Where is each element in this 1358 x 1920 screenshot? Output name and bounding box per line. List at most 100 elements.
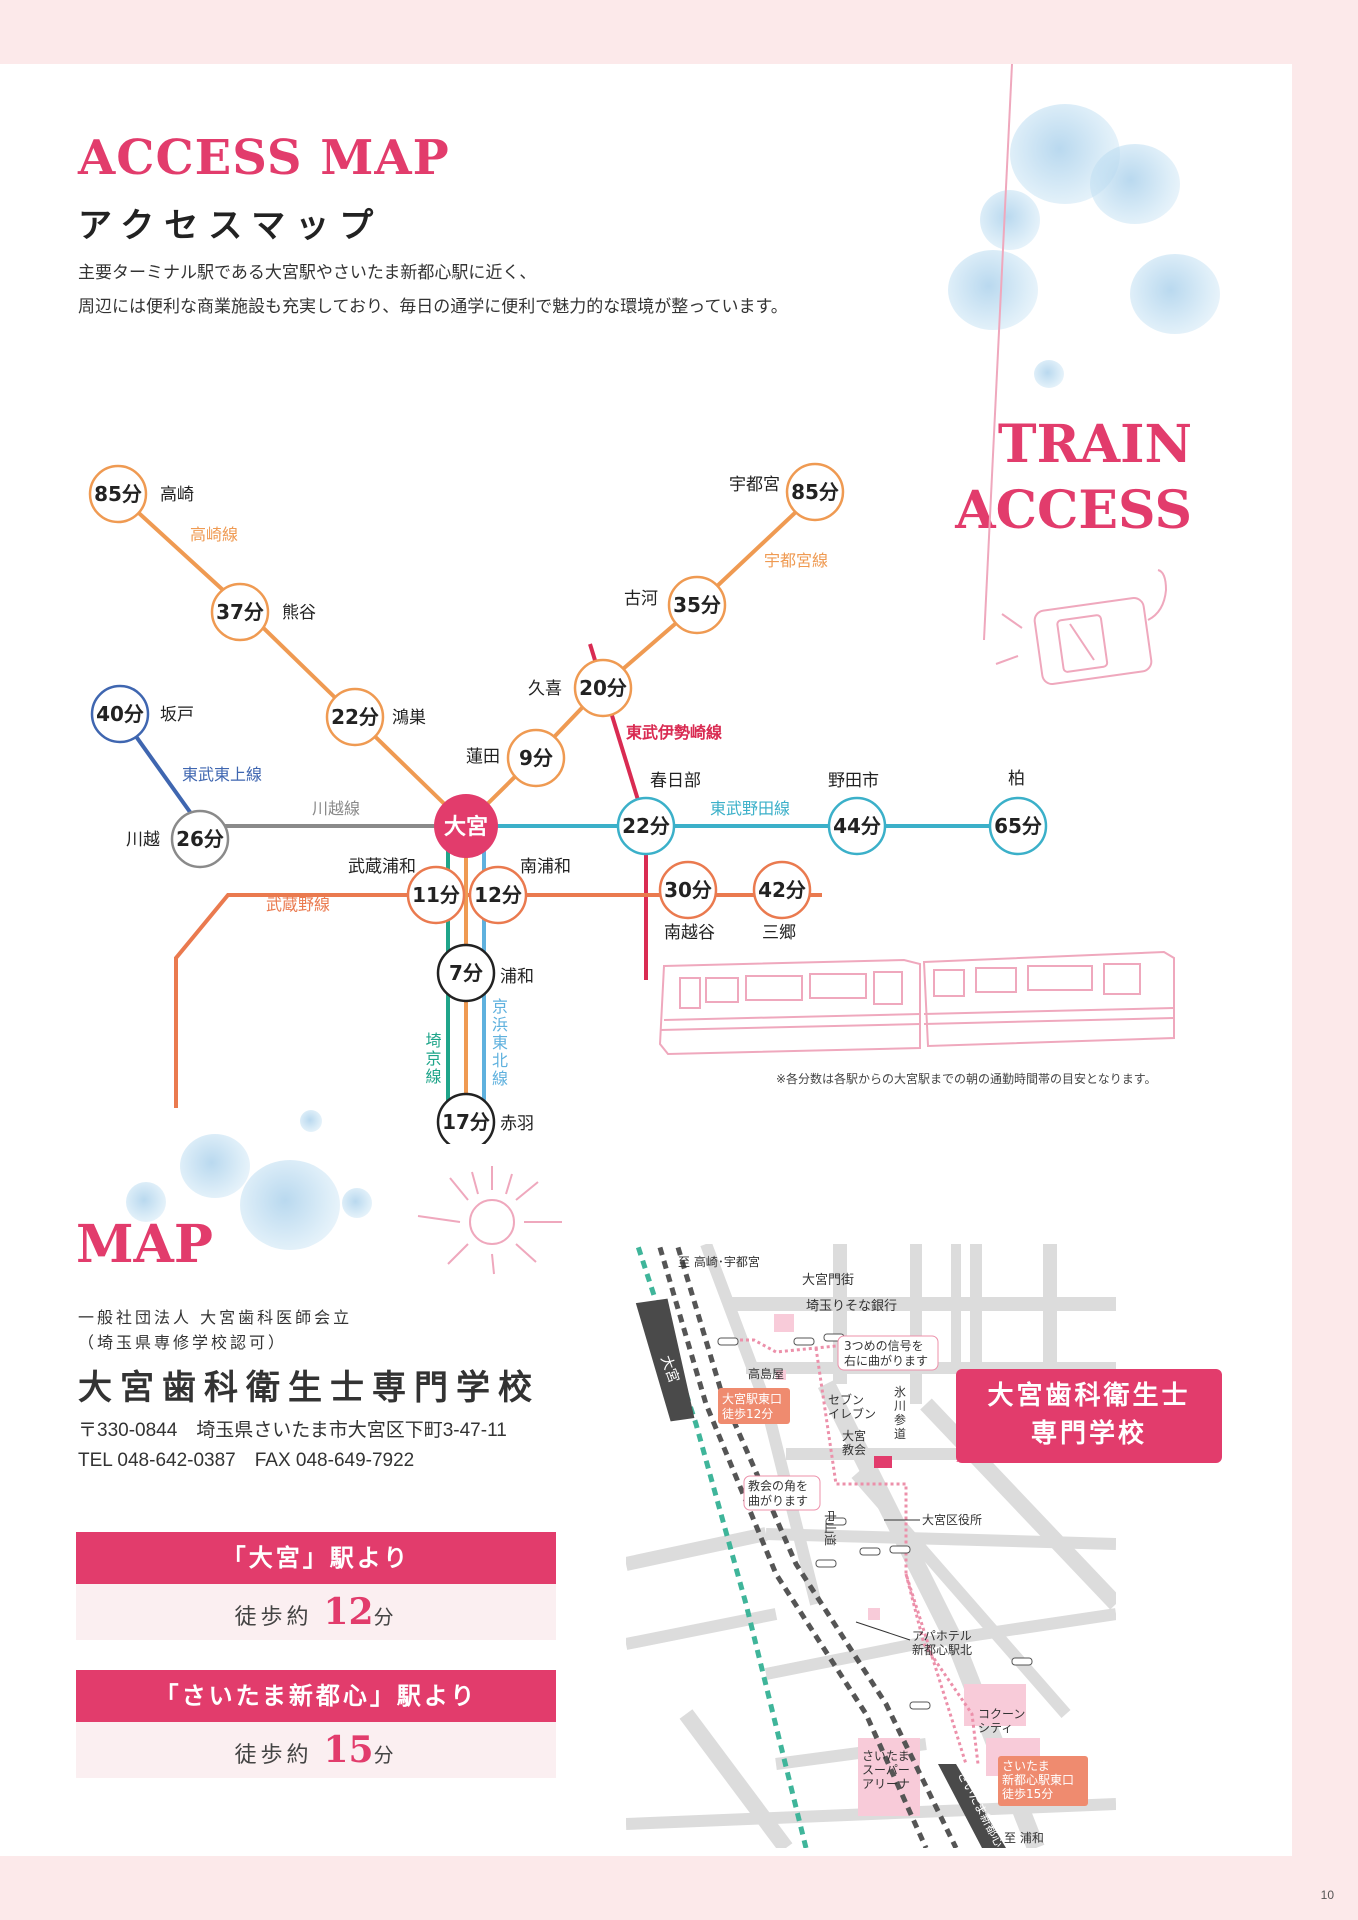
station-name-koga: 古河 bbox=[624, 589, 658, 609]
address: 〒330-0844 埼玉県さいたま市大宮区下町3-47-11 bbox=[78, 1420, 507, 1441]
shintoshin-east-exit: さいたま 新都心駅東口 徒歩15分 bbox=[998, 1756, 1088, 1806]
map-title: MAP bbox=[76, 1214, 214, 1275]
to-south-label: 至 浦和 bbox=[1004, 1831, 1044, 1845]
station-marker-utsunomiya bbox=[785, 462, 845, 522]
omiya-east-line: 大宮駅東口 bbox=[722, 1391, 782, 1406]
station-minutes-akabane: 17分 bbox=[442, 1110, 490, 1134]
station-marker-musashiurawa bbox=[406, 865, 466, 925]
train-access-title: TRAIN ACCESS bbox=[955, 412, 1192, 544]
station-name-kawagoe: 川越 bbox=[126, 830, 160, 850]
station-minutes-kuki: 20分 bbox=[579, 676, 627, 700]
station-minutes-koga: 35分 bbox=[673, 593, 721, 617]
station-marker-misato bbox=[752, 860, 812, 920]
station-name-konosu: 鴻巣 bbox=[392, 708, 426, 728]
cocoon-label: コクーン bbox=[978, 1707, 1025, 1721]
station-minutes-kashiwa: 65分 bbox=[994, 814, 1042, 838]
watercolor-blob bbox=[180, 1134, 250, 1198]
station-minutes-kumagaya: 37分 bbox=[216, 600, 264, 624]
train-doodle bbox=[658, 950, 1175, 1056]
station-name-kashiwa: 柏 bbox=[1008, 769, 1025, 789]
station-marker-nodashi bbox=[827, 796, 887, 856]
station-name-urawa: 浦和 bbox=[500, 967, 534, 987]
route-map: 高崎線 宇都宮線 東武東上線 川越線 東武伊勢崎線 東武野田線 武蔵野線 埼京線… bbox=[88, 64, 1175, 1144]
station-marker-koga bbox=[667, 575, 727, 635]
line-label-takasaki: 高崎線 bbox=[190, 525, 238, 544]
walk-prefix: 徒歩約 bbox=[234, 1605, 313, 1630]
line-label-tobu-isesaki: 東武伊勢崎線 bbox=[626, 723, 722, 742]
walk-prefix: 徒歩約 bbox=[234, 1743, 313, 1768]
ic-card-doodle bbox=[983, 64, 1168, 686]
walk-minutes: 15 bbox=[323, 1729, 374, 1771]
watercolor-blob bbox=[300, 1110, 322, 1132]
ward-office-label: 大宮区役所 bbox=[922, 1512, 982, 1527]
school-callout: 大宮歯科衛生士 専門学校 bbox=[956, 1369, 1222, 1463]
callout-line: 大宮歯科衛生士 bbox=[987, 1381, 1191, 1411]
takashimaya-label: 高島屋 bbox=[748, 1366, 784, 1381]
line-takasaki bbox=[116, 492, 468, 827]
station-marker-omiya bbox=[434, 794, 498, 858]
church-label: 教会 bbox=[842, 1442, 866, 1457]
signal-note: 3つめの信号を 右に曲がります bbox=[837, 1335, 939, 1371]
school-name: 大宮歯科衛生士専門学校 bbox=[78, 1368, 540, 1408]
station-marker-konosu bbox=[325, 687, 385, 747]
corner-note-line: 教会の角を bbox=[748, 1478, 808, 1493]
walk-unit: 分 bbox=[373, 1605, 398, 1629]
station-marker-kawagoe bbox=[170, 809, 230, 869]
train-title-line: ACCESS bbox=[955, 480, 1192, 541]
apa-label: 新都心駅北 bbox=[912, 1642, 972, 1657]
station-marker-akabane bbox=[436, 1092, 496, 1144]
station-name-hasuda: 蓮田 bbox=[466, 747, 500, 767]
time-note: ※各分数は各駅からの大宮駅までの朝の通勤時間帯の目安となります。 bbox=[776, 1072, 1157, 1086]
corner-note: 教会の角を 曲がります bbox=[743, 1475, 821, 1511]
line-label-tobu-tojo: 東武東上線 bbox=[182, 765, 262, 784]
shintoshin-east-line: さいたま bbox=[1002, 1759, 1050, 1773]
page-title: ACCESS MAP bbox=[78, 130, 450, 186]
station-minutes-sakado: 40分 bbox=[96, 702, 144, 726]
shintoshin-east-line: 新都心駅東口 bbox=[1002, 1772, 1074, 1787]
station-name-sakado: 坂戸 bbox=[160, 705, 194, 725]
station-name-minamiurawa: 南浦和 bbox=[520, 857, 571, 877]
watercolor-blob bbox=[240, 1160, 340, 1250]
address-block: 〒330-0844 埼玉県さいたま市大宮区下町3-47-11 TEL 048-6… bbox=[78, 1416, 507, 1476]
station-name-akabane: 赤羽 bbox=[500, 1114, 534, 1134]
station-name-minamikoshigaya: 南越谷 bbox=[664, 923, 715, 943]
signal-note-line: 3つめの信号を bbox=[844, 1339, 924, 1353]
line-label-kawagoe: 川越線 bbox=[312, 799, 360, 818]
station-minutes-kawagoe: 26分 bbox=[176, 827, 224, 851]
apa-label: アパホテル bbox=[912, 1629, 972, 1643]
walk-box-body: 徒歩約 15分 bbox=[76, 1722, 556, 1778]
station-marker-minamiurawa bbox=[468, 865, 528, 925]
watercolor-blob bbox=[1090, 144, 1180, 224]
seven-label: イレブン bbox=[828, 1406, 876, 1421]
station-marker-kuki bbox=[573, 658, 633, 718]
phone-fax: TEL 048-642-0387 FAX 048-649-7922 bbox=[78, 1450, 415, 1471]
station-name-kuki: 久喜 bbox=[528, 679, 562, 699]
station-minutes-misato: 42分 bbox=[758, 878, 806, 902]
station-name-misato: 三郷 bbox=[762, 923, 796, 943]
seven-label: セブン bbox=[828, 1392, 864, 1407]
station-name-omiya: 大宮 bbox=[444, 814, 488, 840]
watercolor-blob bbox=[126, 1182, 166, 1222]
station-name-nodashi: 野田市 bbox=[828, 771, 879, 791]
to-north-label: 至 高崎･宇都宮 bbox=[678, 1254, 760, 1269]
station-marker-hasuda bbox=[506, 728, 566, 788]
org-name: 一般社団法人 大宮歯科医師会立 bbox=[78, 1308, 353, 1327]
watercolor-blob bbox=[342, 1188, 372, 1218]
arena-label: スーパー bbox=[862, 1763, 910, 1777]
corner-note-line: 曲がります bbox=[748, 1493, 808, 1508]
station-marker-urawa bbox=[436, 943, 496, 1003]
station-name-musashiurawa: 武蔵浦和 bbox=[348, 857, 416, 877]
hikawa-label: 氷川参道 bbox=[894, 1385, 906, 1441]
signal-note-line: 右に曲がります bbox=[844, 1353, 928, 1368]
org-certification: （埼玉県専修学校認可） bbox=[78, 1333, 288, 1352]
page: ACCESS MAP アクセスマップ 主要ターミナル駅である大宮駅やさいたま新都… bbox=[0, 64, 1292, 1856]
station-marker-kumagaya bbox=[210, 582, 270, 642]
station-minutes-konosu: 22分 bbox=[331, 705, 379, 729]
station-marker-takasaki bbox=[88, 464, 148, 524]
line-label-keihin: 京浜東北線 bbox=[492, 997, 508, 1088]
line-label-utsunomiya: 宇都宮線 bbox=[764, 551, 828, 570]
line-label-tobu-noda: 東武野田線 bbox=[710, 799, 790, 818]
walk-box-heading: 「さいたま新都心」駅より bbox=[76, 1670, 556, 1722]
walk-box-heading: 「大宮」駅より bbox=[76, 1532, 556, 1584]
intro-line: 主要ターミナル駅である大宮駅やさいたま新都心駅に近く、 bbox=[78, 263, 537, 283]
